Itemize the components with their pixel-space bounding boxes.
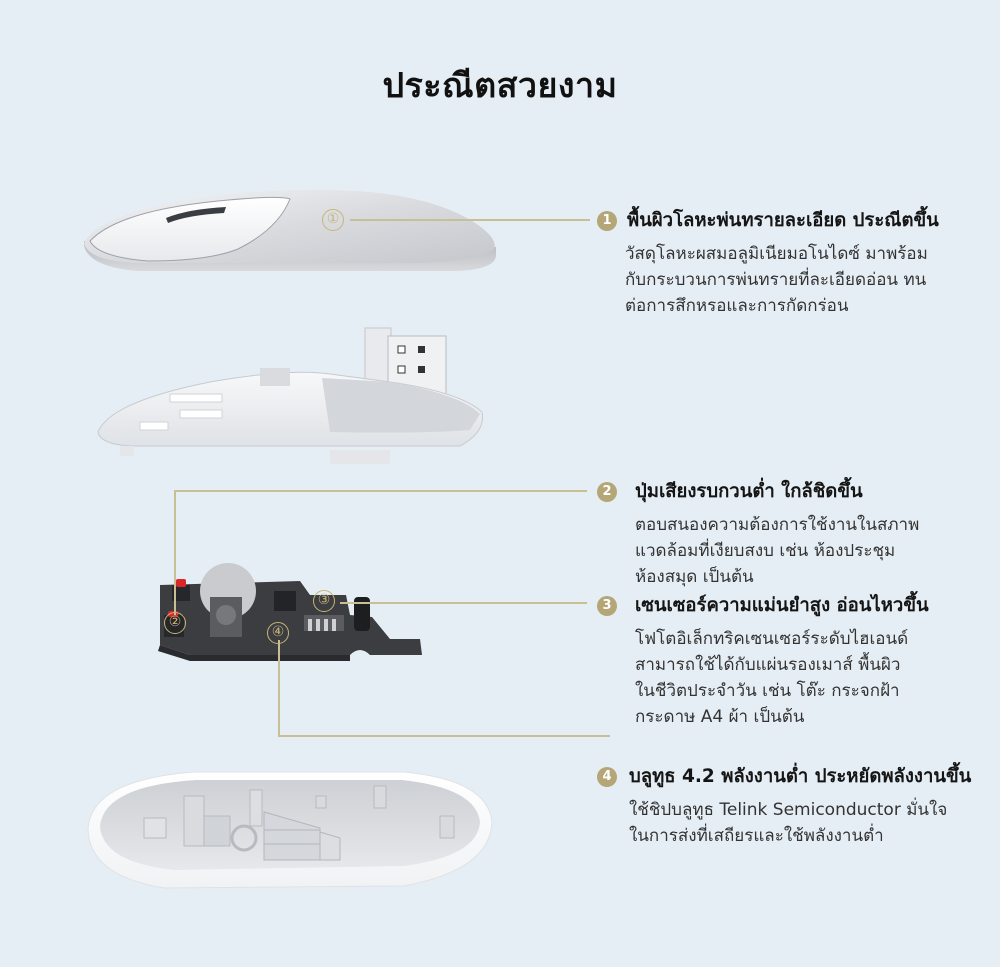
feature-2-description: ตอบสนองความต้องการใช้งานในสภาพ แวดล้อมที… xyxy=(635,515,920,587)
marker-1: ① xyxy=(322,209,344,231)
feature-2-title: ปุ่มเสียงรบกวนต่ำ ใกล้ชิดขึ้น xyxy=(635,481,863,502)
mouse-inner-frame-image xyxy=(97,327,484,464)
feature-1-title: พื้นผิวโลหะพ่นทรายละเอียด ประณีตขึ้น xyxy=(627,210,939,231)
callout-line-1 xyxy=(350,219,590,221)
page-title: ประณีตสวยงาม xyxy=(382,66,618,106)
feature-2: 2 ปุ่มเสียงรบกวนต่ำ ใกล้ชิดขึ้น ตอบสนองค… xyxy=(597,477,919,590)
badge-4-icon: 4 xyxy=(597,766,617,787)
callout-line-4-horizontal xyxy=(278,735,610,737)
feature-3-title: เซนเซอร์ความแม่นยำสูง อ่อนไหวขึ้น xyxy=(635,595,929,616)
badge-1-icon: 1 xyxy=(597,210,617,231)
feature-4: 4 บลูทูธ 4.2 พลังงานต่ำ ประหยัดพลังงานขึ… xyxy=(597,762,971,849)
mouse-top-shell-image xyxy=(84,190,496,271)
marker-2: ② xyxy=(164,612,186,634)
feature-1-description: วัสดุโลหะผสมอลูมิเนียมอโนไดซ์ มาพร้อม กั… xyxy=(625,244,928,316)
callout-line-3 xyxy=(340,602,587,604)
marker-3: ③ xyxy=(313,590,335,612)
badge-3-icon: 3 xyxy=(597,595,617,616)
feature-3: 3 เซนเซอร์ความแม่นยำสูง อ่อนไหวขึ้น โฟโต… xyxy=(597,591,929,730)
feature-4-title: บลูทูธ 4.2 พลังงานต่ำ ประหยัดพลังงานขึ้น xyxy=(629,766,972,787)
callout-line-2-horizontal xyxy=(174,490,587,492)
badge-2-icon: 2 xyxy=(597,481,617,502)
feature-1: 1 พื้นผิวโลหะพ่นทรายละเอียด ประณีตขึ้น ว… xyxy=(597,206,939,319)
callout-line-2-vertical xyxy=(174,490,176,615)
marker-4: ④ xyxy=(267,622,289,644)
mouse-pcb-image xyxy=(158,563,422,661)
feature-3-description: โฟโตอิเล็กทริคเซนเซอร์ระดับไฮเอนด์ สามาร… xyxy=(635,629,909,727)
mouse-bottom-shell-image xyxy=(87,771,493,889)
feature-4-description: ใช้ชิปบลูทูธ Telink Semiconductor มั่นใจ… xyxy=(629,800,948,846)
callout-line-4-vertical xyxy=(278,640,280,736)
